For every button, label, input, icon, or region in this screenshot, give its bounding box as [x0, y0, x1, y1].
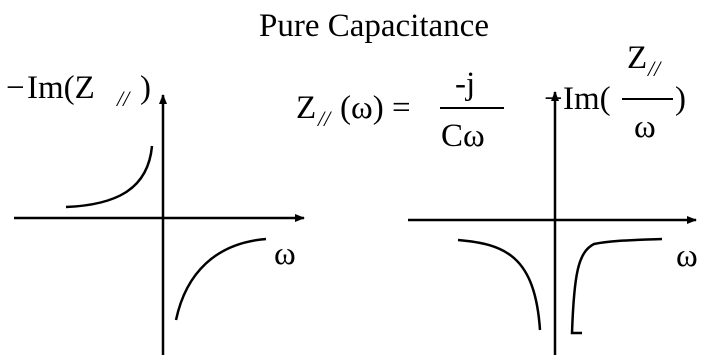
- right-curve-negative-omega: [457, 238, 542, 331]
- impedance-formula: Z // (ω) = -j Cω: [296, 66, 504, 154]
- right-x-label: ω: [676, 238, 698, 274]
- diagram-title: Pure Capacitance: [259, 8, 489, 44]
- formula-numerator: -j: [455, 66, 475, 102]
- right-y-label-frac-num: Z: [627, 40, 647, 76]
- right-y-label-close: ): [675, 81, 686, 117]
- left-y-label-subscript: //: [115, 86, 131, 111]
- left-plot: − Im(Z // ) ω: [6, 70, 305, 355]
- right-y-label-frac-den: ω: [634, 109, 656, 145]
- formula-z: Z: [296, 90, 316, 126]
- right-y-label-minus: −: [544, 81, 563, 117]
- formula-z-subscript: //: [316, 106, 332, 131]
- left-y-label-minus: −: [6, 70, 25, 106]
- left-curve-positive-omega: [174, 237, 267, 321]
- left-x-label: ω: [274, 236, 296, 272]
- formula-denominator: Cω: [441, 118, 485, 154]
- right-y-label-frac-num-subscript: //: [646, 56, 662, 81]
- left-curve-negative-omega: [65, 145, 154, 209]
- right-curve-positive-omega: [570, 237, 663, 335]
- formula-argument: (ω) =: [340, 90, 411, 126]
- right-y-label: Im(: [563, 81, 611, 117]
- left-y-label: Im(Z: [27, 70, 95, 106]
- right-plot: − Im( Z // ω ) ω: [408, 40, 698, 355]
- left-y-label-close: ): [140, 70, 151, 106]
